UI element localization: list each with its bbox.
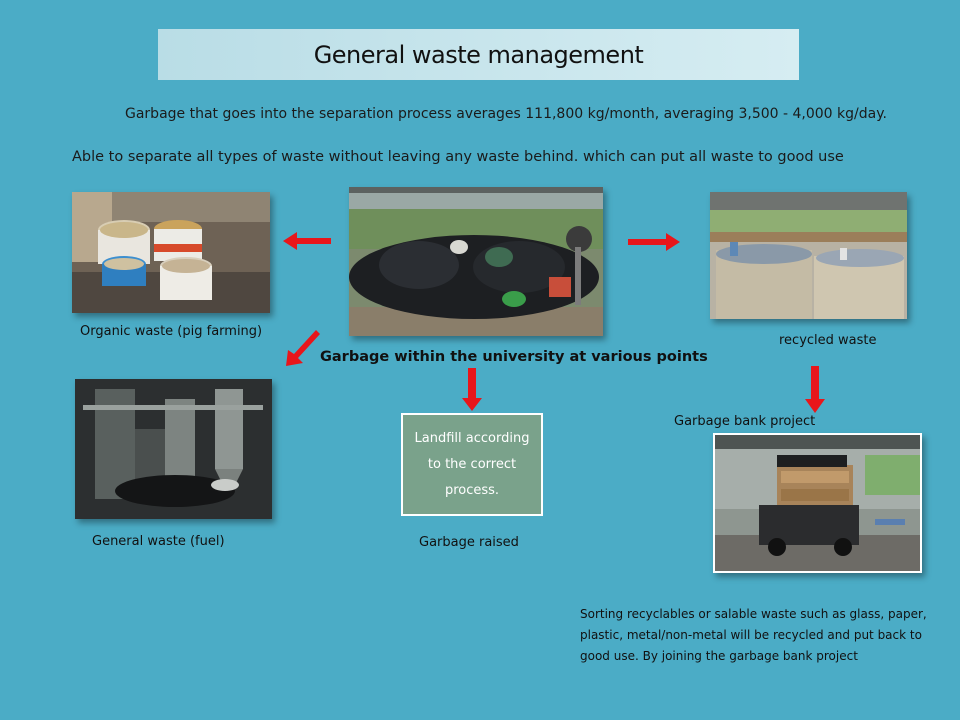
- garbage-bank-note: Sorting recyclables or salable waste suc…: [580, 607, 927, 663]
- garbage-pile-photo: [349, 187, 603, 336]
- landfill-box: Landfill according to the correct proces…: [401, 413, 543, 516]
- incinerator-plant-photo: [75, 379, 272, 519]
- intro-line-1: Garbage that goes into the separation pr…: [125, 106, 887, 122]
- center-garbage-caption: Garbage within the university at various…: [320, 349, 708, 365]
- title-banner: General waste management: [158, 29, 799, 80]
- arrow-down-icon: [462, 368, 482, 411]
- general-waste-caption: General waste (fuel): [92, 534, 225, 549]
- arrow-right-icon: [628, 233, 680, 251]
- landfill-caption: Garbage raised: [419, 535, 519, 550]
- organic-waste-caption: Organic waste (pig farming): [80, 324, 263, 339]
- intro-line-2: Able to separate all types of waste with…: [72, 149, 844, 165]
- garbage-bank-label: Garbage bank project: [674, 414, 816, 429]
- recycled-waste-caption: recycled waste: [779, 333, 877, 348]
- organic-waste-photo: [72, 192, 270, 313]
- landfill-box-text: Landfill according to the correct proces…: [414, 430, 530, 498]
- recycling-sacks-photo: [710, 192, 907, 319]
- arrow-down-icon: [805, 366, 825, 413]
- loaded-truck-photo: [713, 433, 922, 573]
- page-title: General waste management: [313, 40, 644, 69]
- arrow-down-left-icon: [286, 330, 320, 366]
- arrow-left-icon: [283, 232, 331, 250]
